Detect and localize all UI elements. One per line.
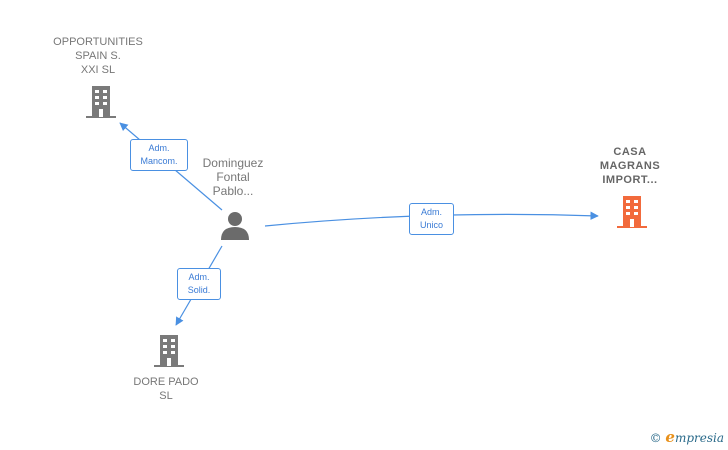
company-label-dore[interactable]: DORE PADO SL xyxy=(133,376,199,402)
building-icon[interactable] xyxy=(617,196,647,228)
edge-label-mancom: Adm. Mancom. xyxy=(130,139,188,171)
building-icon[interactable] xyxy=(154,335,184,367)
company-label-opportunities[interactable]: OPPORTUNITIES SPAIN S. XXI SL xyxy=(53,36,143,76)
building-icon[interactable] xyxy=(86,86,116,118)
edge-label-unico: Adm. Unico xyxy=(409,203,454,235)
brand-name: mpresia xyxy=(674,431,724,445)
brand-initial: e xyxy=(665,428,675,446)
edge-label-solid: Adm. Solid. xyxy=(177,268,221,300)
person-icon[interactable] xyxy=(221,212,249,240)
copyright-symbol: © xyxy=(649,431,662,445)
empresia-logo: © empresia xyxy=(650,428,724,446)
company-label-casa[interactable]: CASA MAGRANS IMPORT... xyxy=(599,146,661,186)
person-label[interactable]: Dominguez Fontal Pablo... xyxy=(202,156,264,198)
